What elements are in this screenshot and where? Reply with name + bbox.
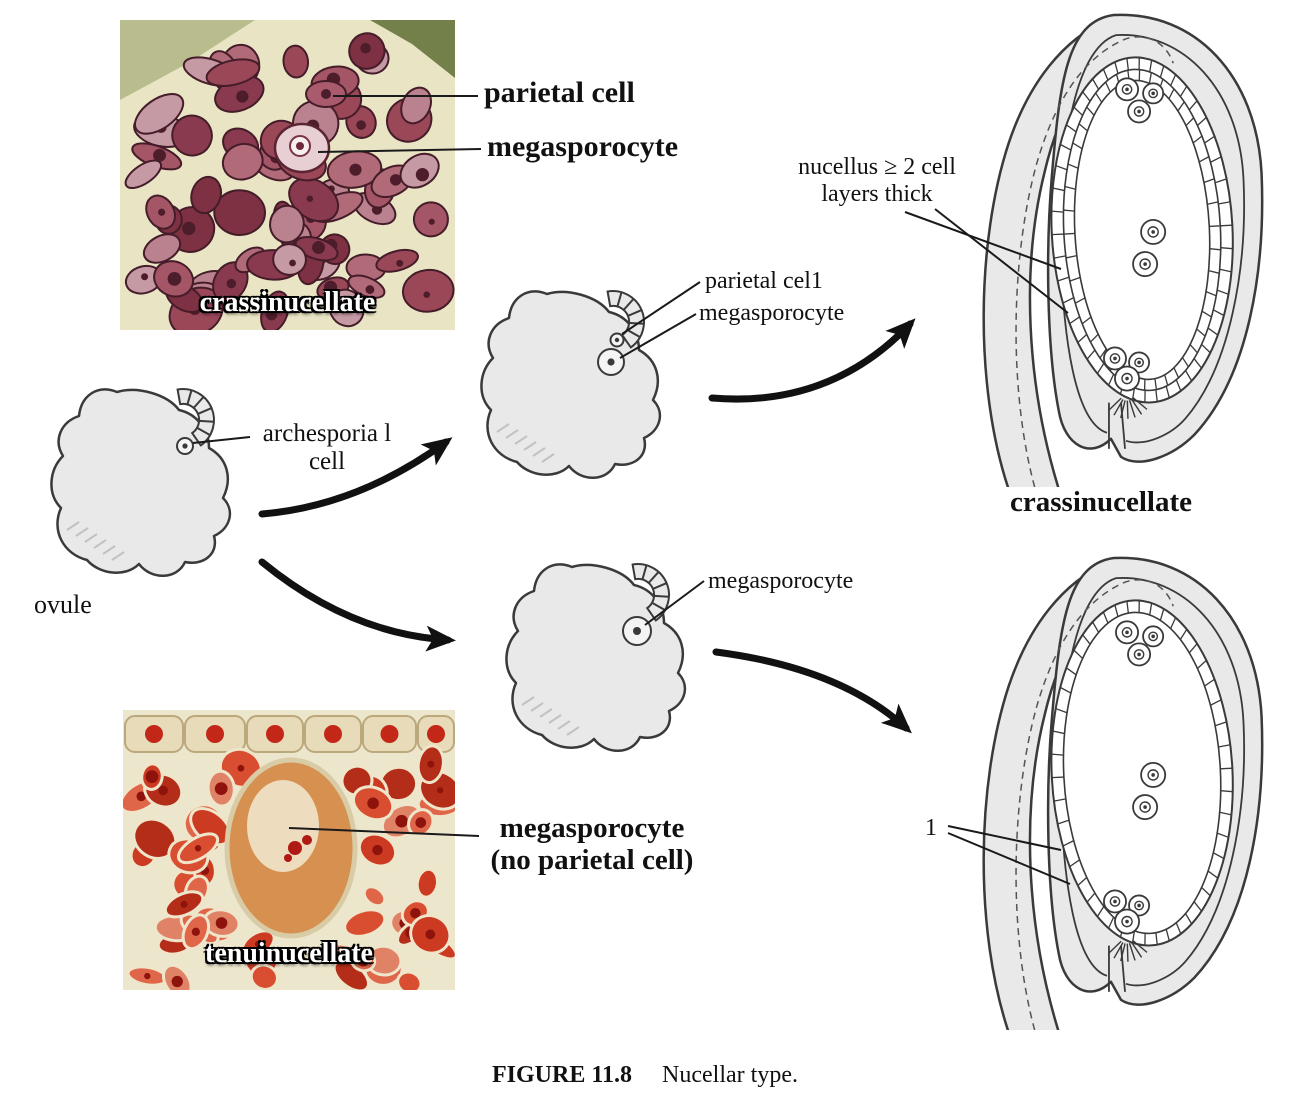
archesporial-cell-label: archesporia l cell [252, 420, 402, 476]
parietal-cell-small-label: parietal cel1 [705, 268, 823, 294]
one-cell-layer-label: 1 [925, 815, 937, 841]
ovule-drawing-parietal [480, 290, 662, 479]
megasporocyte-mid-label: megasporocyte [708, 568, 854, 594]
nucellus-note-line1: nucellus ≥ 2 cell [798, 154, 956, 180]
caption-text: Nucellar type. [662, 1062, 798, 1088]
crassinucellate-photo-label: crassinucellate [199, 287, 376, 318]
crassinucellate-micrograph [120, 20, 455, 330]
ovule-drawing-megasporocyte [505, 563, 687, 752]
arrow-to-crassinucellate [708, 318, 916, 403]
caption-number: FIGURE 11.8 [492, 1062, 633, 1088]
crassinucellate-diagram [982, 13, 1264, 487]
tenuinucellate-micrograph [123, 710, 455, 990]
megasporocyte-bold-line2: (no parietal cell) [490, 844, 694, 877]
crassinucellate-diagram-label: crassinucellate [1010, 486, 1193, 518]
megasporocyte-bold-line1: megasporocyte [499, 812, 685, 844]
megasporocyte-small-label: megasporocyte [699, 300, 845, 326]
archesporial-line1: archesporia l [262, 420, 392, 447]
parietal-cell-label: parietal cell [484, 76, 635, 109]
tenuinucellate-diagram [982, 556, 1264, 1030]
tenuinucellate-photo-label: tenuinucellate [205, 938, 373, 969]
arrow-to-tenuinucellate [712, 648, 912, 734]
figure-caption: FIGURE 11.8 Nucellar type. [0, 1062, 1290, 1089]
nucellus-note: nucellus ≥ 2 cell layers thick [783, 154, 971, 208]
ovule-label: ovule [34, 590, 92, 619]
megasporocyte-label: megasporocyte [487, 130, 679, 163]
archesporial-line2: cell [308, 448, 346, 475]
arrow-ovule-to-megasporocyte [258, 558, 456, 652]
nucellus-note-line2: layers thick [821, 180, 933, 207]
ovule-drawing-archesporial [50, 388, 232, 577]
megasporocyte-no-parietal-label: megasporocyte (no parietal cell) [462, 812, 722, 877]
